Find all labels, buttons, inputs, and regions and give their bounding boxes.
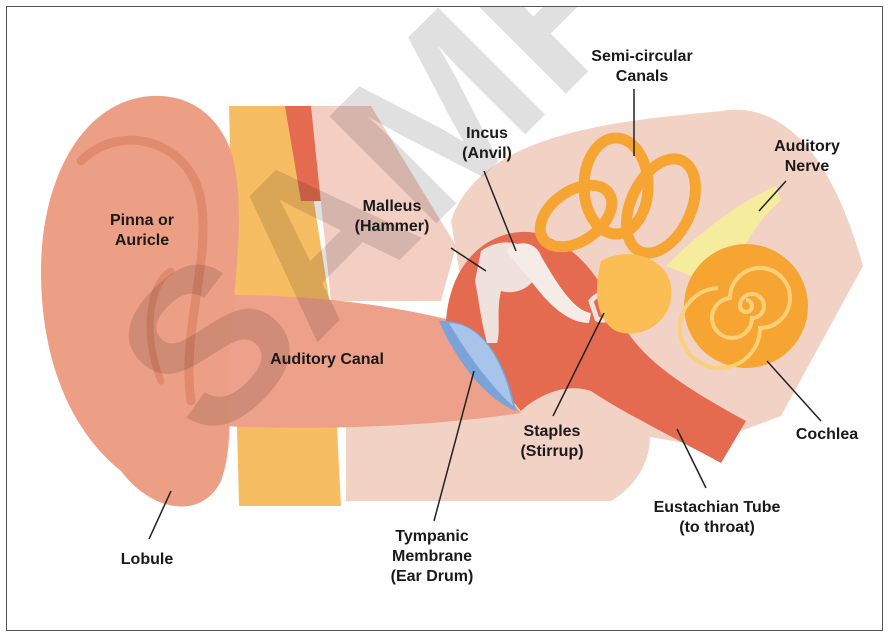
diagram-frame: SAMPLE Pinna or Auricle Lobule Auditory … [6, 6, 883, 631]
eustachian-label: Eustachian Tube (to throat) [637, 498, 797, 538]
semicircular-label: Semi-circular Canals [572, 47, 712, 87]
tympanic-label: Tympanic Membrane (Ear Drum) [372, 527, 492, 587]
cochlea-label: Cochlea [777, 425, 877, 445]
pinna-shape [41, 96, 239, 507]
auditory-nerve-label: Auditory Nerve [757, 137, 857, 177]
malleus-label: Malleus (Hammer) [337, 197, 447, 237]
staples-label: Staples (Stirrup) [497, 422, 607, 462]
incus-label: Incus (Anvil) [437, 124, 537, 164]
pinna-label: Pinna or Auricle [92, 211, 192, 251]
auditory-canal-label: Auditory Canal [247, 350, 407, 370]
lobule-label: Lobule [107, 550, 187, 570]
